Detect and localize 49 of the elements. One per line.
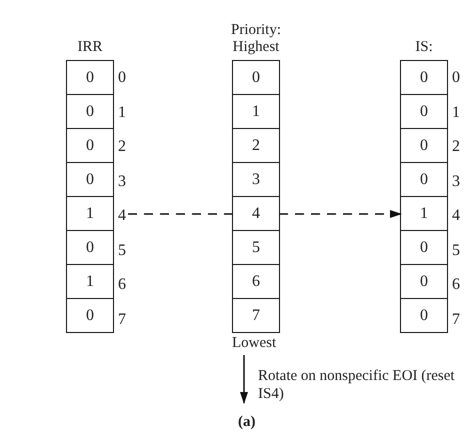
register-bit: 0 [67,95,113,129]
bit-index: 5 [452,242,460,258]
bit-index: 2 [118,139,126,155]
register-bit: 1 [401,197,447,231]
arrow [240,355,248,404]
dashed-arrow [279,210,402,218]
register-bit: 0 [401,231,447,265]
register-bit: 0 [401,265,447,299]
bit-index: 3 [452,174,460,190]
bit-index: 0 [452,70,460,86]
bit-index: 4 [452,208,460,224]
register-bit: 1 [233,95,279,129]
column-heading: IS: [414,39,434,56]
figure-caption: (a) [238,414,256,431]
register-bit: 0 [401,299,447,332]
register-bit: 7 [233,299,279,332]
register-bit: 0 [67,163,113,197]
register-bit: 0 [401,61,447,95]
bit-index: 6 [118,277,126,293]
column-footer: Lowest [232,335,276,352]
bit-index: 1 [118,104,126,120]
register-bit: 0 [67,231,113,265]
register-bit: 1 [67,265,113,299]
bit-index: 6 [452,277,460,293]
dashed-line [128,213,233,215]
bit-index: 0 [118,70,126,86]
register-bit: 0 [67,299,113,332]
bit-index: 2 [452,139,460,155]
register-bit: 6 [233,265,279,299]
register-bit: 0 [233,61,279,95]
bit-index: 7 [118,312,126,328]
bit-index: 4 [118,208,126,224]
edge-label: Rotate on nonspecific EOI (reset IS4) [258,367,456,403]
register-bit: 0 [401,129,447,163]
register-bit: 0 [67,61,113,95]
bit-index: 7 [452,312,460,328]
bit-index: 5 [118,242,126,258]
bit-index: 3 [118,174,126,190]
register-bit: 2 [233,129,279,163]
register-bit: 4 [233,197,279,231]
register-bit: 0 [67,129,113,163]
register-bit: 0 [401,95,447,129]
register-bit: 3 [233,163,279,197]
bit-index: 1 [452,104,460,120]
column-heading: IRR [76,39,104,56]
register-bit: 5 [233,231,279,265]
column-heading: Priority: Highest [230,22,282,56]
register-bit: 0 [401,163,447,197]
register-bit: 1 [67,197,113,231]
